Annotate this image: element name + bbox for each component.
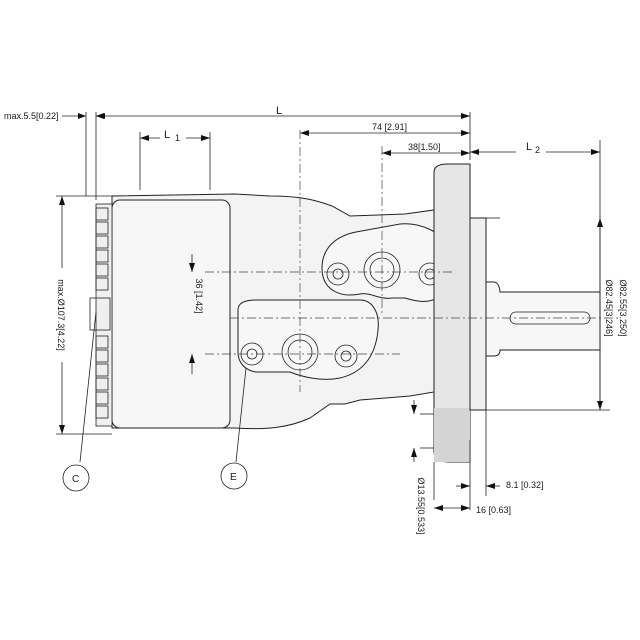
dim-16-label: 16 [0.63]	[476, 505, 511, 515]
dim-pilot-dia2-label: Ø82.45[3.246]	[604, 279, 614, 336]
dimension-L1: L 1	[140, 129, 210, 143]
centerlines	[205, 130, 620, 392]
callout-c-label: C	[72, 474, 79, 485]
upper-port-left	[326, 262, 350, 286]
lower-port-right	[334, 344, 358, 368]
dim-L-label: L	[276, 105, 282, 117]
dim-8-1-label: 8.1 [0.32]	[506, 480, 544, 490]
shaft	[485, 281, 601, 357]
dimension-38: 38[1.50]	[382, 142, 470, 156]
dim-L2-sub: 2	[535, 145, 540, 155]
front-housing	[111, 199, 231, 429]
dimension-hole-dia: Ø13.55[0.533]	[411, 400, 426, 535]
dim-pilot-dia-label: Ø82.55[3.250]	[618, 279, 628, 336]
dim-36-label: 36 [1.42]	[194, 278, 204, 313]
callout-c: C	[62, 311, 97, 492]
lower-port-boss	[237, 299, 379, 380]
dimension-8-1: 8.1 [0.32]	[456, 480, 544, 490]
dimension-max-offset: max.5.5[0.22]	[4, 111, 104, 121]
motor-body	[89, 163, 601, 463]
callout-e-label: E	[230, 472, 237, 483]
dimension-pilot-dia: Ø82.55[3.250] Ø82.45[3.246]	[597, 218, 628, 410]
dimension-36: 36 [1.42]	[189, 254, 204, 374]
dimension-L2: L 2	[470, 141, 600, 155]
bolt-stack	[89, 203, 113, 427]
dim-body-dia-label: max.Ø107.3[4.22]	[56, 279, 66, 351]
dimension-body-dia: max.Ø107.3[4.22]	[56, 196, 66, 434]
flange-lower-shade	[434, 408, 470, 462]
dim-max-offset-label: max.5.5[0.22]	[4, 111, 59, 121]
dim-L1-sub: 1	[175, 133, 180, 143]
dim-L2-letter: L	[526, 141, 532, 153]
dim-74-label: 74 [2.91]	[372, 122, 407, 132]
pilot	[469, 217, 487, 411]
dimension-16: 16 [0.63]	[434, 505, 511, 515]
dim-L1-letter: L	[164, 129, 170, 141]
dim-38-label: 38[1.50]	[408, 142, 441, 152]
dimension-L: L	[96, 105, 470, 119]
dimension-74: 74 [2.91]	[300, 122, 470, 136]
dim-hole-dia-label: Ø13.55[0.533]	[416, 477, 426, 534]
callout-e: E	[220, 367, 248, 490]
